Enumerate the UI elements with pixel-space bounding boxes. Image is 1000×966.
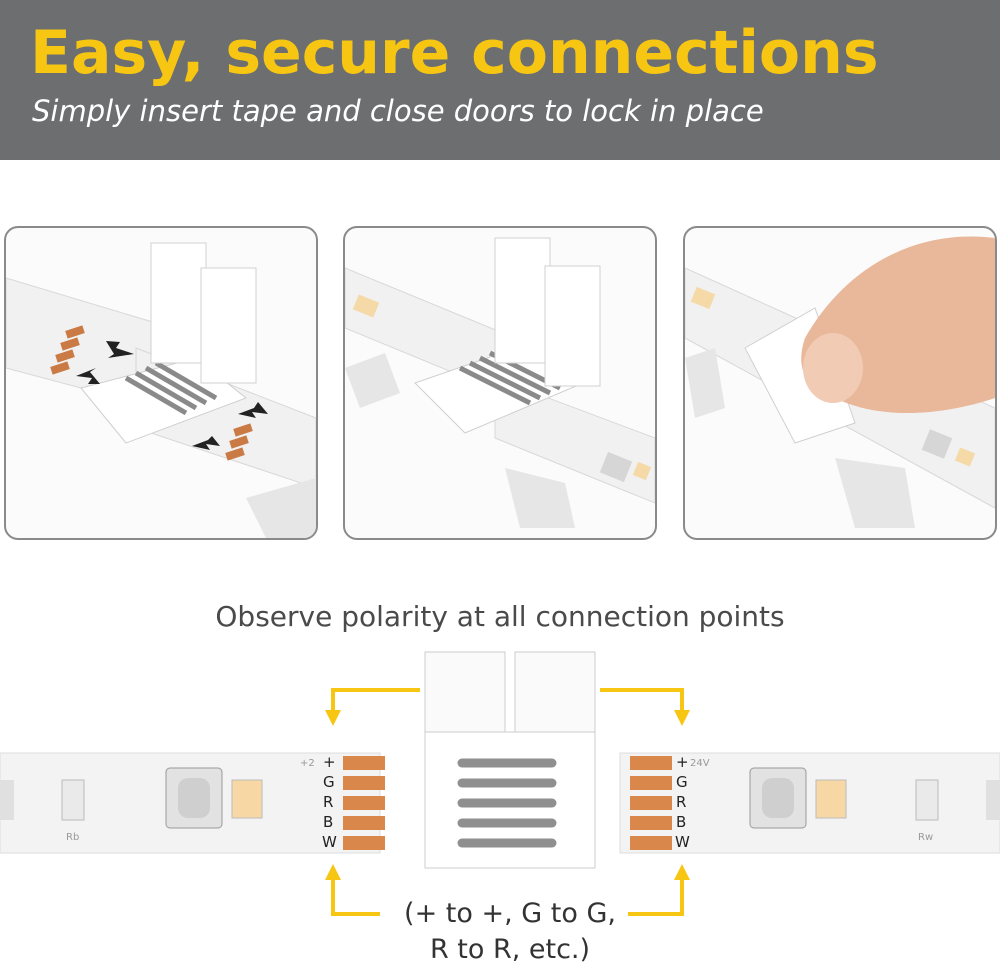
headline: Easy, secure connections [30,18,879,88]
svg-text:G: G [676,773,688,791]
arrow-down-icon [325,710,341,726]
polarity-note-line2: R to R, etc.) [429,934,591,965]
white-led-icon [815,779,847,819]
resistor-icon [61,779,85,821]
connector-door-right [514,651,596,743]
resistor-icon [915,779,939,821]
svg-text:+: + [676,753,689,771]
polarity-note-line1: (+ to +, G to G, [404,898,616,929]
step-image-insert-tape [4,226,318,540]
arrow-down-icon [674,710,690,726]
resistor-icon [986,780,1000,820]
svg-text:R: R [676,793,686,811]
svg-text:W: W [675,833,690,851]
arrow-up-icon [674,864,690,880]
svg-text:Rw: Rw [918,832,933,843]
connector-pins [457,758,557,848]
white-led-icon [231,779,263,819]
connector-door-left [424,651,506,743]
resistor-icon [0,780,14,820]
svg-text:G: G [323,773,335,791]
note-connector-lines [331,880,684,916]
svg-text:24V: 24V [690,758,710,769]
svg-text:+2: +2 [300,758,315,769]
subheadline: Simply insert tape and close doors to lo… [32,94,764,128]
svg-text:W: W [322,833,337,851]
svg-text:B: B [676,813,686,831]
svg-text:R: R [323,793,333,811]
polarity-note: (+ to +, G to G, R to R, etc.) [340,896,680,966]
polarity-diagram: Rb +2 + G R B W + G R B W 24V Rw [0,651,1000,896]
arrow-up-icon [325,864,341,880]
svg-text:+: + [323,753,336,771]
header-banner: Easy, secure connections Simply insert t… [0,0,1000,160]
svg-text:B: B [323,813,333,831]
svg-text:Rb: Rb [66,832,79,843]
step-image-tape-inserted [343,226,657,540]
polarity-caption: Observe polarity at all connection point… [215,600,785,633]
step-image-close-doors [683,226,997,540]
